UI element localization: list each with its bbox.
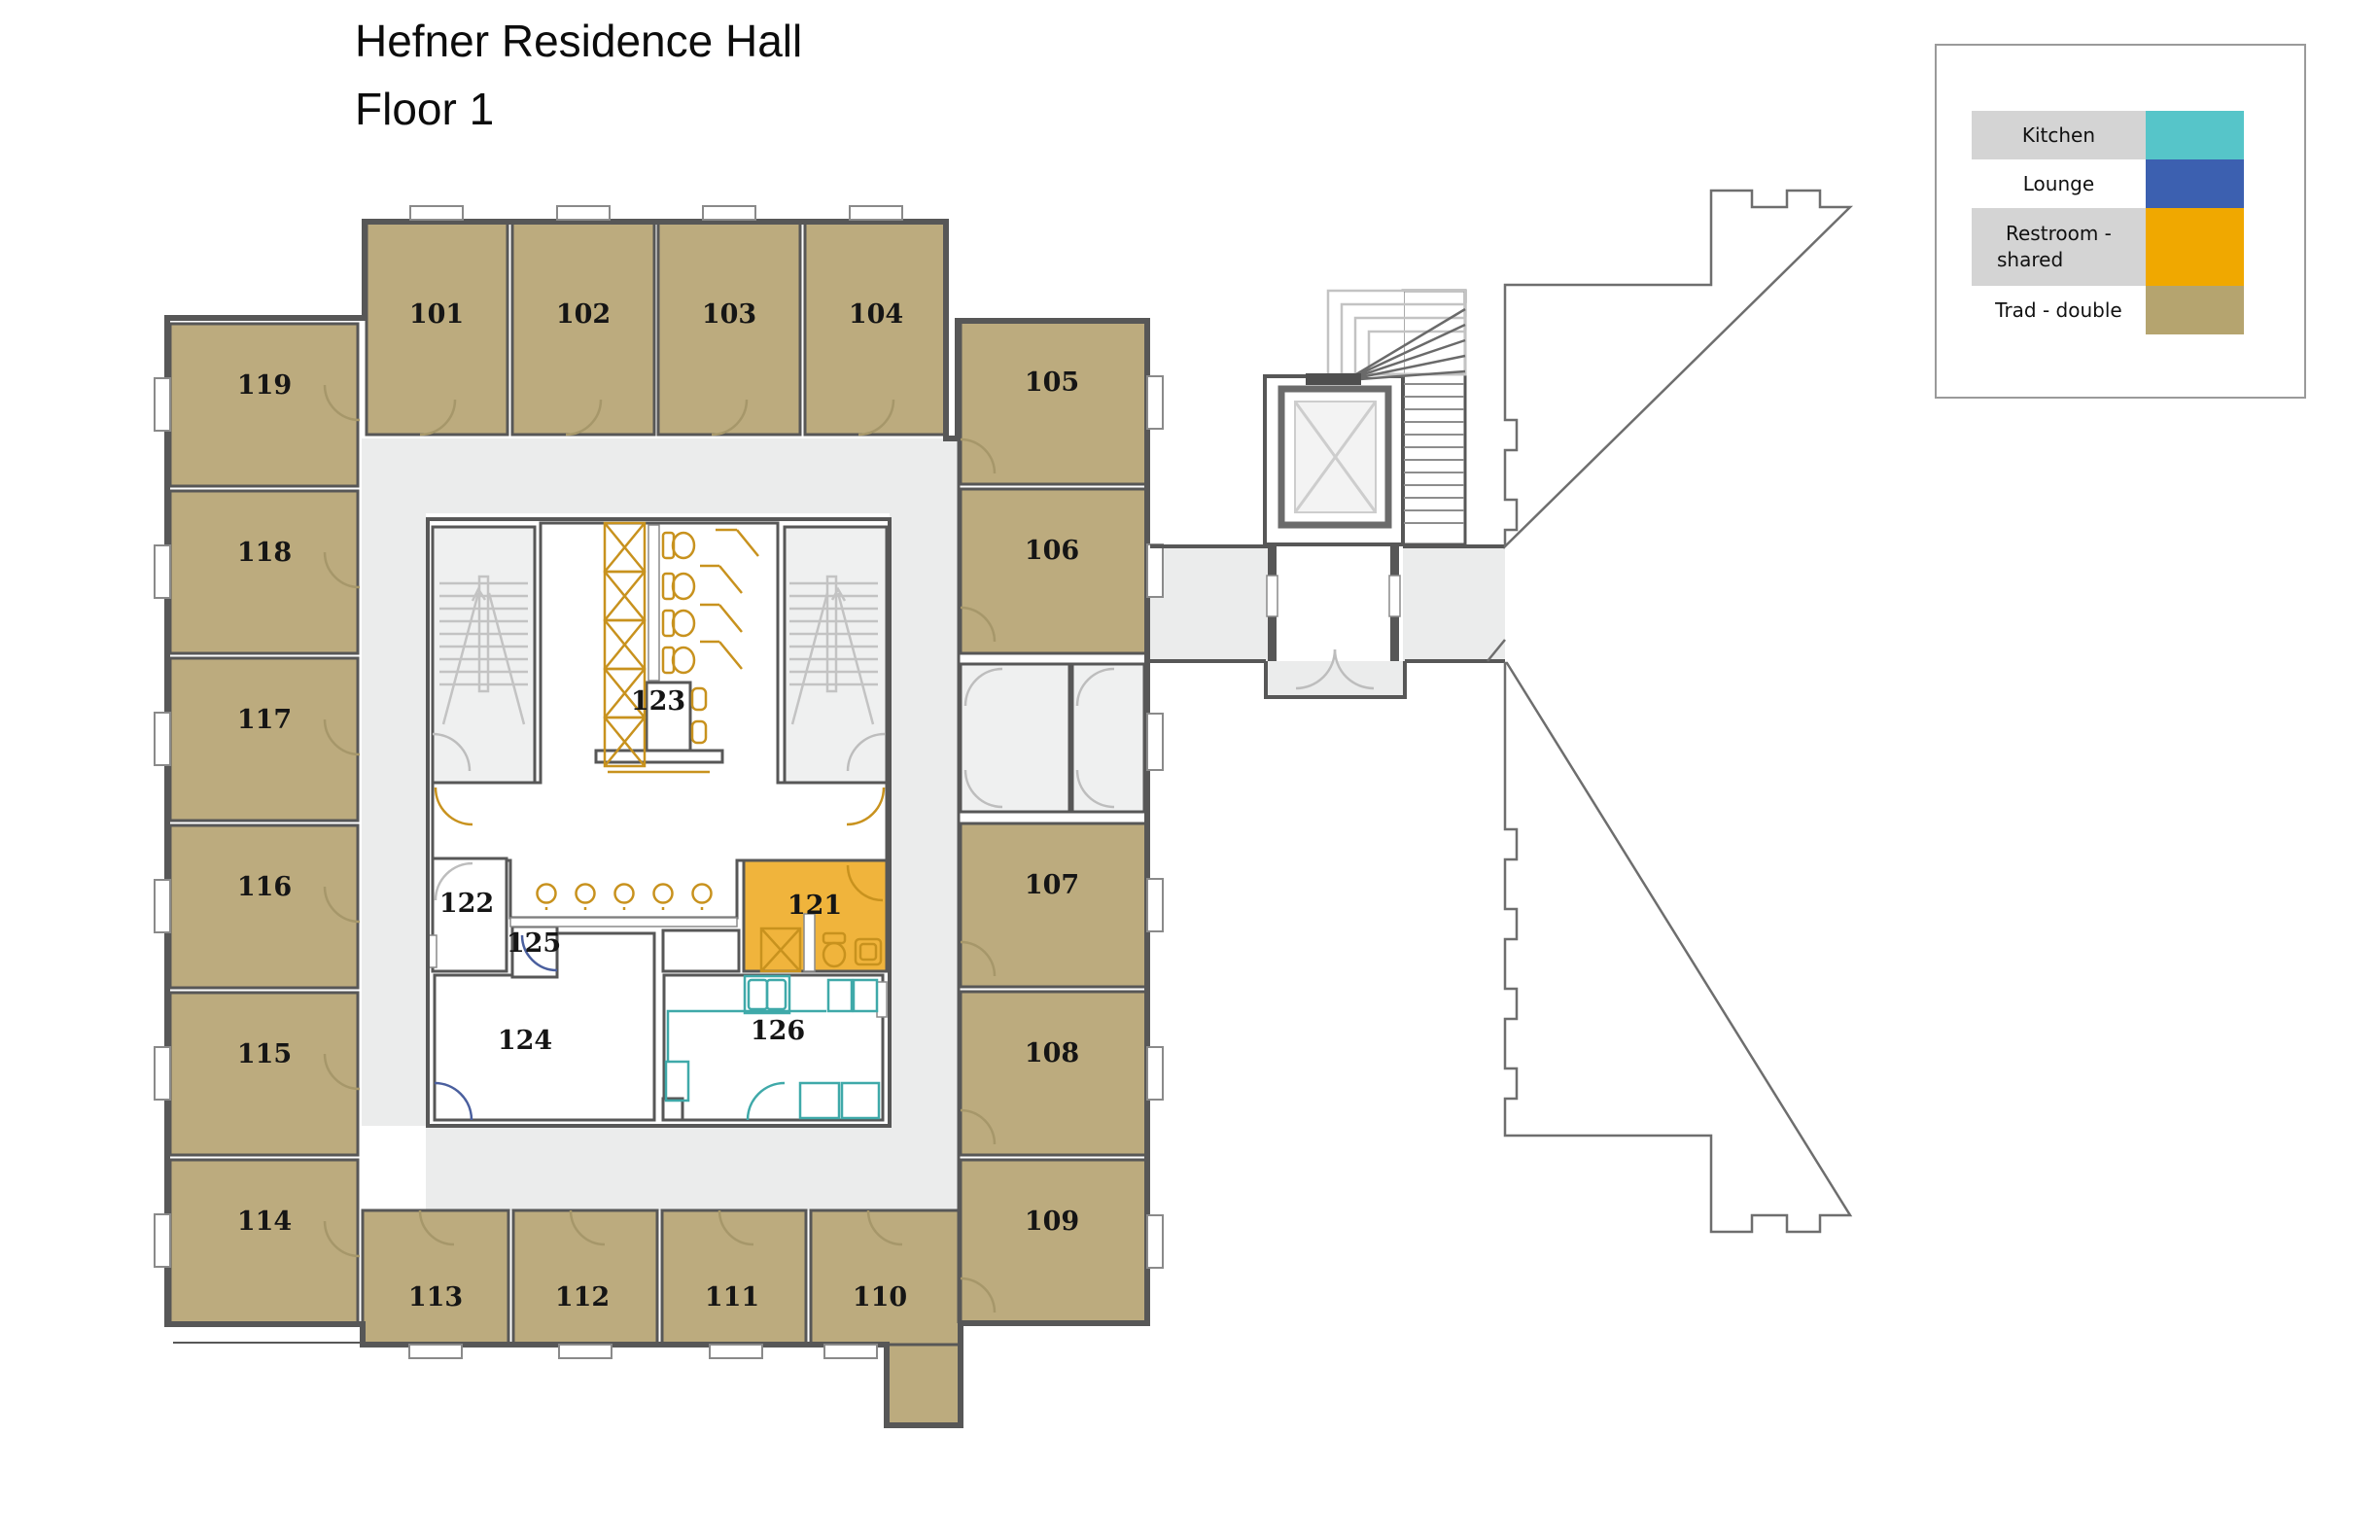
room-label-125: 125 bbox=[507, 928, 561, 959]
room-area bbox=[803, 913, 816, 972]
room-area bbox=[1070, 662, 1146, 814]
room-label-107: 107 bbox=[1025, 870, 1079, 900]
room-label-123: 123 bbox=[631, 686, 685, 717]
room-doors bbox=[323, 384, 997, 1313]
elevator-doors bbox=[1306, 373, 1361, 385]
room-area bbox=[661, 928, 741, 973]
legend-row-restroom: Restroom - shared bbox=[1972, 208, 2244, 286]
room-label-104: 104 bbox=[849, 299, 903, 330]
east-stair-treads bbox=[1404, 383, 1464, 524]
legend-swatch-trad bbox=[2145, 286, 2244, 334]
legend-swatch-restroom bbox=[2145, 208, 2244, 286]
room-label-116: 116 bbox=[237, 872, 292, 902]
room-label-102: 102 bbox=[556, 299, 611, 330]
stairs-right bbox=[789, 575, 878, 725]
room-115 bbox=[168, 991, 360, 1157]
stair-cut-lines bbox=[1346, 307, 1466, 382]
room-area bbox=[428, 934, 438, 968]
room-113 bbox=[361, 1208, 510, 1347]
room-label-105: 105 bbox=[1025, 368, 1079, 398]
core-outline bbox=[426, 517, 892, 1128]
title-line2: Floor 1 bbox=[355, 83, 495, 134]
room-111 bbox=[660, 1208, 808, 1347]
room-104 bbox=[803, 220, 948, 437]
room-109 bbox=[959, 1158, 1149, 1325]
room-area bbox=[509, 917, 738, 928]
room-105 bbox=[959, 319, 1149, 486]
bridge-walls bbox=[1150, 544, 1505, 663]
room-label-109: 109 bbox=[1025, 1207, 1079, 1237]
room-103 bbox=[656, 220, 802, 437]
core-doors bbox=[434, 787, 886, 1121]
kitchen-fixtures bbox=[664, 974, 881, 1120]
room-label-115: 115 bbox=[237, 1039, 292, 1069]
entry-double-doors bbox=[1295, 648, 1375, 690]
room-label-117: 117 bbox=[237, 705, 292, 735]
room-label-126: 126 bbox=[751, 1016, 805, 1046]
window-bays bbox=[154, 205, 1164, 1359]
room-118 bbox=[168, 489, 360, 655]
room-label-106: 106 bbox=[1025, 536, 1079, 566]
room-label-122: 122 bbox=[439, 889, 494, 919]
room-119 bbox=[168, 322, 360, 488]
building-outer-wall bbox=[164, 219, 1150, 1428]
shower-stalls bbox=[603, 521, 647, 768]
elevator-block bbox=[1150, 289, 1505, 699]
sinks bbox=[536, 883, 713, 910]
rooms-layer bbox=[168, 220, 1149, 1427]
east-wing-outline bbox=[1487, 189, 1854, 1234]
room-area bbox=[885, 1343, 962, 1427]
legend-label-restroom: Restroom - shared bbox=[1972, 208, 2146, 286]
room-114 bbox=[168, 1158, 360, 1326]
legend-label-restroom-line2: shared bbox=[1997, 248, 2064, 271]
room-label-110: 110 bbox=[853, 1282, 907, 1312]
room-102 bbox=[510, 220, 656, 437]
room-110 bbox=[809, 1208, 962, 1347]
room-label-118: 118 bbox=[237, 538, 292, 568]
legend-swatch-kitchen bbox=[2145, 111, 2244, 159]
room-label-111: 111 bbox=[705, 1282, 759, 1312]
plumbing-chase bbox=[648, 524, 660, 682]
legend-label-lounge: Lounge bbox=[1972, 159, 2146, 208]
entry-stub bbox=[1264, 661, 1407, 699]
room-106 bbox=[959, 487, 1149, 655]
room-label-112: 112 bbox=[555, 1282, 610, 1312]
corridor-ring bbox=[362, 438, 1505, 1210]
room-label-114: 114 bbox=[237, 1207, 292, 1237]
legend-label-restroom-line1: Restroom - bbox=[2006, 222, 2112, 245]
room-112 bbox=[511, 1208, 659, 1347]
room-117 bbox=[168, 656, 360, 822]
toilet-room-doors bbox=[432, 667, 1115, 809]
legend-label-trad: Trad - double bbox=[1972, 286, 2146, 334]
legend: Kitchen Lounge Restroom - shared Trad - d… bbox=[1935, 44, 2306, 399]
toilets bbox=[608, 528, 759, 774]
room-labels-layer: 101 102 103 104 105 106 107 108 109 110 111 112 113 1… bbox=[237, 299, 1079, 1312]
legend-swatch-lounge bbox=[2145, 159, 2244, 208]
room-label-124: 124 bbox=[498, 1026, 552, 1056]
room-label-121: 121 bbox=[788, 891, 842, 921]
room-label-113: 113 bbox=[408, 1282, 463, 1312]
stairs-left bbox=[439, 575, 528, 725]
room-108 bbox=[959, 990, 1149, 1157]
room-area bbox=[876, 981, 888, 1018]
room-107 bbox=[959, 822, 1149, 989]
room-area bbox=[661, 1097, 684, 1122]
room-label-103: 103 bbox=[702, 299, 756, 330]
room-area bbox=[594, 749, 724, 764]
title-line1: Hefner Residence Hall bbox=[355, 16, 803, 66]
room-area bbox=[431, 525, 537, 785]
room-label-119: 119 bbox=[237, 370, 292, 401]
restroom-121-fixtures bbox=[759, 927, 883, 973]
legend-row-lounge: Lounge bbox=[1972, 159, 2244, 208]
kitchen-area bbox=[662, 973, 885, 1122]
room-area bbox=[959, 662, 1071, 814]
elevator-x bbox=[1293, 401, 1378, 513]
legend-row-kitchen: Kitchen bbox=[1972, 111, 2244, 159]
room-label-101: 101 bbox=[409, 299, 464, 330]
legend-row-trad: Trad - double bbox=[1972, 286, 2244, 334]
room-label-108: 108 bbox=[1025, 1038, 1079, 1068]
legend-label-kitchen: Kitchen bbox=[1972, 111, 2146, 159]
